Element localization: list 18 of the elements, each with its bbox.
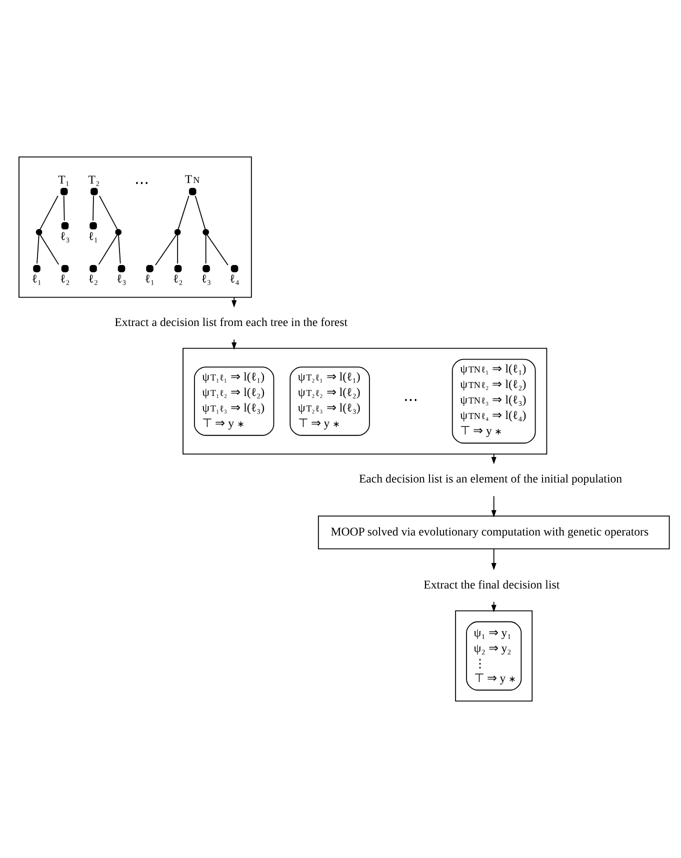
node-label: ℓ₃ [60,228,70,243]
node-label: ℓ₃ [201,272,212,286]
node-label: ℓ₁ [144,272,155,286]
node-label: ℓ₂ [60,272,70,286]
node-label: T₂ [88,172,100,187]
label: ⋯ [134,176,150,192]
node-label: TN [184,172,200,186]
node-label: ℓ₃ [116,272,126,286]
node-label: ℓ₁ [88,228,98,243]
node-label: ℓ₁ [32,272,42,286]
node-label: T₁ [58,172,70,187]
node-label: ℓ₂ [88,272,98,286]
node-text: Extract a decision list from each tree in the forest [114,314,348,329]
node-text: Each decision list is an element of the initial population [358,472,622,486]
node-label: ℓ₄ [230,272,240,286]
label: ⋯ [404,392,419,409]
node-text: Extract the final decision list [424,577,560,592]
node-label: ℓ₂ [173,272,183,286]
